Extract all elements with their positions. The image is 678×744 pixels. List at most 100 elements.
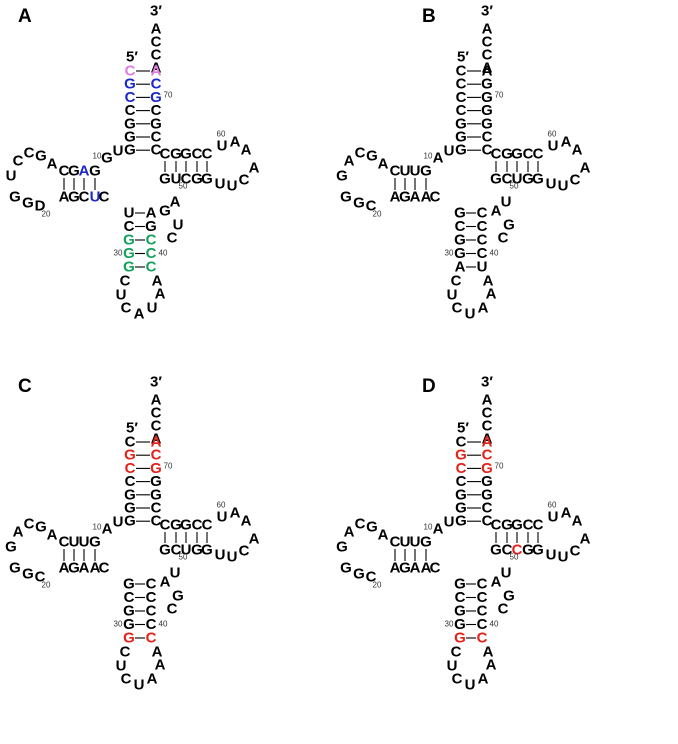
variable-loop-nucleotide: C [167,601,178,618]
d-stem-5-nucleotide: U [400,534,411,551]
tail-nucleotide: A [482,21,493,38]
position-number: 40 [159,249,168,258]
anticodon-loop-nucleotide: A [155,286,166,303]
acceptor-stem-3-nucleotide: G [150,473,162,490]
t-stem-5-nucleotide: G [490,542,502,559]
anticodon-loop-nucleotide: A [483,644,494,661]
d-loop-nucleotide: G [5,539,17,556]
acceptor-stem-5-nucleotide: G [124,115,136,132]
acceptor-stem-5-nucleotide: C [456,76,467,93]
variable-loop-nucleotide: C [498,230,509,247]
acceptor-stem-5-nucleotide: C [125,89,136,106]
acceptor-stem-5-nucleotide: C [125,473,136,490]
d-loop-nucleotide: C [366,198,377,215]
anticodon-loop-nucleotide: U [465,306,476,323]
anticodon-loop-nucleotide: C [451,644,462,661]
position-number: 10 [424,523,433,532]
d-loop-nucleotide: A [47,527,58,544]
anticodon-stem-3-nucleotide: C [477,603,488,620]
d-stem-3-nucleotide: A [410,189,421,206]
position-number: 20 [373,210,382,219]
t-loop-nucleotide: U [227,549,238,566]
d-loop-nucleotide: G [22,566,34,583]
d-stem-3-nucleotide: A [421,560,432,577]
d-loop-nucleotide: C [13,153,24,170]
d-stem-3-nucleotide: A [421,189,432,206]
position-number: 30 [445,620,454,629]
variable-loop-nucleotide: U [173,217,184,234]
position-number: 60 [217,501,226,510]
t-stem-3-nucleotide: G [170,517,182,534]
d-stem-3-nucleotide: A [90,560,101,577]
anticodon-loop-nucleotide: U [465,677,476,694]
junction-nucleotide: C [99,189,110,206]
d-stem-5-nucleotide: G [89,534,101,551]
d-stem-5-nucleotide: C [59,534,70,551]
tail-nucleotide: C [482,405,493,422]
position-number: 10 [93,152,102,161]
anticodon-loop-nucleotide: A [483,273,494,290]
anticodon-stem-5-nucleotide: A [455,259,466,276]
d-stem-3-nucleotide: A [59,189,70,206]
anticodon-loop-nucleotide: U [147,300,158,317]
anticodon-stem-3-nucleotide: C [146,630,157,647]
d-loop-nucleotide: G [366,148,378,165]
anticodon-loop-nucleotide: U [447,287,458,304]
acceptor-stem-5-nucleotide: G [124,129,136,146]
d-loop-nucleotide: C [24,145,35,162]
anticodon-stem-3-nucleotide: U [477,259,488,276]
t-loop-nucleotide: A [241,142,252,159]
panel-letter: C [18,376,32,397]
panel-letter: D [422,376,436,397]
acceptor-stem-5-nucleotide: G [455,142,467,159]
d-loop-nucleotide: A [13,524,24,541]
anticodon-stem-5-nucleotide: G [454,603,466,620]
anticodon-stem-5-nucleotide: C [124,218,135,235]
d-stem-5-nucleotide: U [410,534,421,551]
anticodon-stem-3-nucleotide: C [146,245,157,262]
d-stem-3-nucleotide: C [79,189,90,206]
d-stem-5-nucleotide: G [420,534,432,551]
t-stem-5-nucleotide: C [181,171,192,188]
acceptor-stem-5-nucleotide: C [125,63,136,80]
anticodon-loop-nucleotide: A [147,671,158,688]
t-loop-nucleotide: U [548,138,559,155]
three-prime-label: 3′ [481,374,493,391]
d-stem-3-nucleotide: A [390,560,401,577]
acceptor-stem-3-nucleotide: G [481,89,493,106]
acceptor-stem-3-nucleotide: C [151,513,162,530]
anticodon-loop-nucleotide: A [152,644,163,661]
d-stem-3-nucleotide: G [68,560,80,577]
t-loop-nucleotide: U [546,176,557,193]
anticodon-loop-nucleotide: A [478,300,489,317]
t-stem-5-nucleotide: U [171,171,182,188]
anticodon-stem-5-nucleotide: G [454,232,466,249]
t-loop-nucleotide: U [215,547,226,564]
anticodon-loop-nucleotide: C [121,671,132,688]
d-loop-nucleotide: A [344,153,355,170]
d-stem-5-nucleotide: U [69,534,80,551]
acceptor-stem-3-nucleotide: C [151,129,162,146]
anticodon-loop-nucleotide: A [134,306,145,323]
variable-loop-nucleotide: U [170,565,181,582]
d-stem-5-nucleotide: U [400,163,411,180]
anticodon-loop-nucleotide: U [447,658,458,675]
anticodon-loop-nucleotide: A [486,657,497,674]
acceptor-stem-5-nucleotide: C [456,63,467,80]
t-stem-3-nucleotide: C [491,517,502,534]
t-loop-nucleotide: A [249,160,260,177]
t-loop-nucleotide: C [239,172,250,189]
d-stem-3-nucleotide: A [59,560,70,577]
t-stem-5-nucleotide: G [522,542,534,559]
acceptor-stem-5-nucleotide: G [124,500,136,517]
junction-nucleotide: C [430,560,441,577]
tail-nucleotide: C [482,34,493,51]
t-stem-5-nucleotide: C [502,171,513,188]
d-loop-nucleotide: G [340,560,352,577]
acceptor-stem-5-nucleotide: G [455,447,467,464]
three-prime-label: 3′ [150,3,162,20]
five-prime-label: 5′ [126,49,138,66]
acceptor-stem-3-nucleotide: G [481,76,493,93]
